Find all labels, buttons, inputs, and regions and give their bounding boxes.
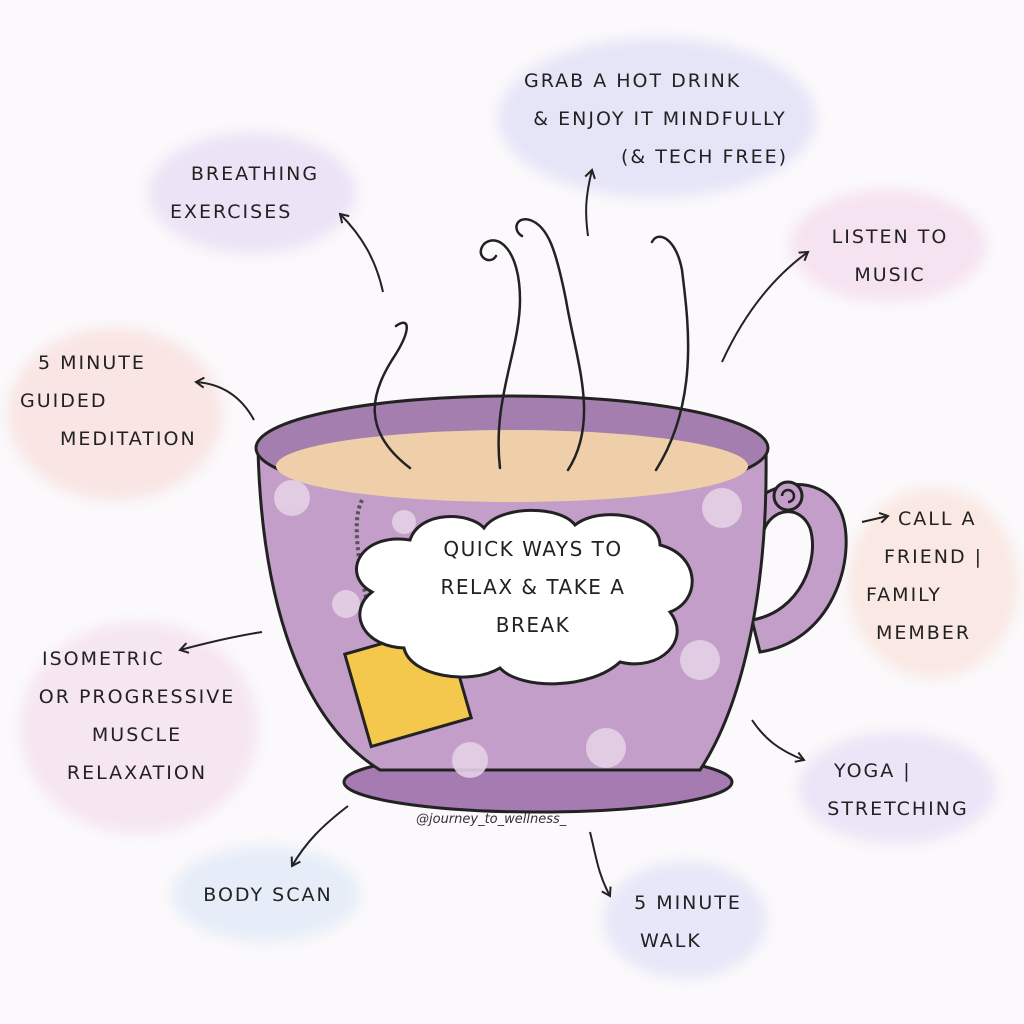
tip-line: YOGA |	[834, 760, 912, 782]
tip-line: (& TECH FREE)	[620, 146, 788, 168]
center-title-line: QUICK WAYS TO	[443, 537, 623, 561]
tip-line: GUIDED	[20, 390, 108, 412]
tip-line: BREATHING	[190, 163, 320, 185]
body-scan-bubble	[172, 846, 360, 942]
walk-bubble	[604, 862, 766, 978]
tip-line: WALK	[640, 930, 702, 952]
tip-friend: CALL A FRIEND | FAMILY MEMBER	[858, 500, 1018, 652]
tip-music: LISTEN TO MUSIC	[800, 218, 980, 294]
tip-line: MUSIC	[854, 264, 926, 286]
credit-handle: @journey_to_wellness_	[416, 812, 567, 827]
tea-surface	[276, 430, 748, 502]
tip-line: MEMBER	[876, 622, 972, 644]
tip-line: GRAB A HOT DRINK	[524, 70, 742, 92]
tip-line: CALL A	[898, 508, 977, 530]
center-cloud	[355, 508, 694, 686]
tip-line: MEDITATION	[60, 428, 197, 450]
tip-line: & ENJOY IT MINDFULLY	[533, 108, 787, 130]
handle-curl	[772, 480, 804, 512]
tip-line: STRETCHING	[827, 798, 969, 820]
music-bubble	[790, 190, 986, 302]
tip-line: EXERCISES	[170, 201, 293, 223]
cup-handle	[737, 483, 848, 654]
tip-line: MUSCLE	[91, 724, 183, 746]
center-title: QUICK WAYS TO RELAX & TAKE A BREAK	[398, 530, 668, 644]
hot-drink-bubble	[498, 38, 816, 198]
tip-line: BODY SCAN	[203, 884, 333, 906]
tip-line: FAMILY	[866, 584, 942, 606]
tip-muscle: ISOMETRIC OR PROGRESSIVE MUSCLE RELAXATI…	[22, 640, 252, 792]
arrows	[178, 168, 890, 898]
tip-line: ISOMETRIC	[42, 648, 165, 670]
tip-yoga: YOGA | STRETCHING	[808, 752, 988, 828]
tip-line: 5 MINUTE	[38, 352, 146, 374]
tip-line: 5 MINUTE	[634, 892, 742, 914]
tip-line: LISTEN TO	[831, 226, 949, 248]
muscle-bubble	[20, 622, 258, 834]
center-title-line: BREAK	[495, 613, 571, 637]
tip-line: RELAXATION	[66, 762, 208, 784]
polka-dots	[274, 480, 742, 778]
meditation-bubble	[8, 328, 222, 500]
steam-swirls	[373, 218, 690, 472]
tip-body-scan: BODY SCAN	[178, 876, 358, 914]
yoga-bubble	[798, 732, 996, 844]
tip-breathing: BREATHING EXERCISES	[160, 155, 350, 231]
tip-line: FRIEND |	[884, 546, 984, 568]
tip-walk: 5 MINUTE WALK	[608, 884, 768, 960]
breathing-bubble	[148, 132, 356, 254]
tip-line: OR PROGRESSIVE	[38, 686, 236, 708]
tip-meditation: 5 MINUTE GUIDED MEDITATION	[20, 344, 220, 458]
center-title-line: RELAX & TAKE A	[440, 575, 626, 599]
tip-hot-drink: GRAB A HOT DRINK & ENJOY IT MINDFULLY (&…	[510, 62, 810, 176]
